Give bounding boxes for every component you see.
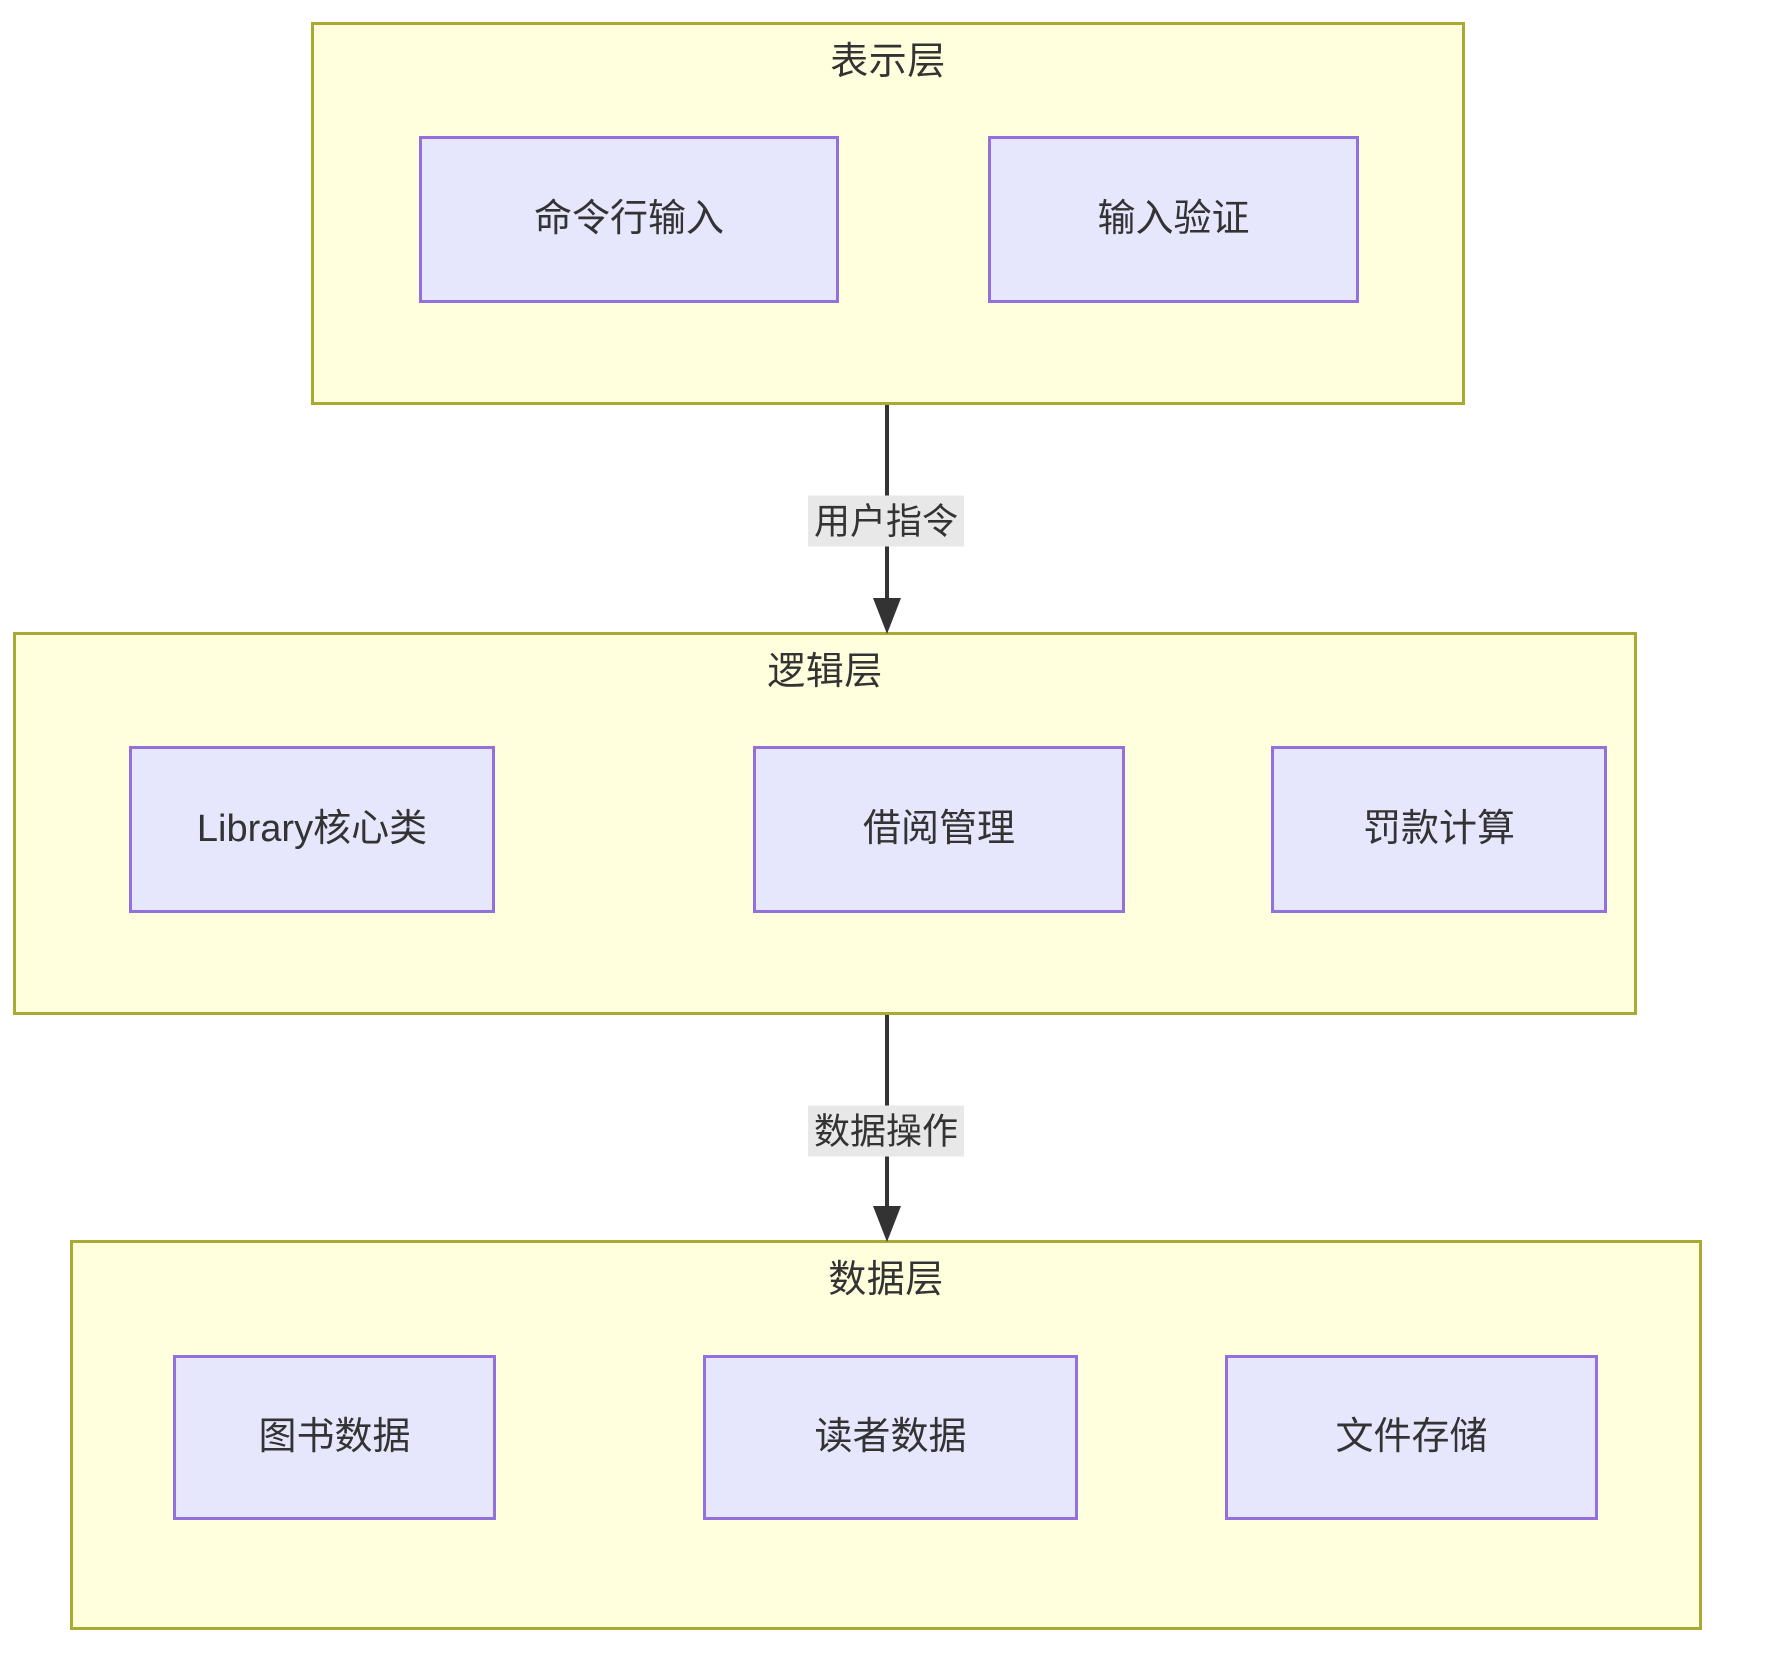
- node-cli-input[interactable]: 命令行输入: [419, 136, 839, 303]
- node-library-core-label: Library核心类: [196, 807, 428, 850]
- layer-logic[interactable]: 逻辑层 Library核心类 借阅管理 罚款计算: [13, 632, 1637, 1015]
- node-file-storage[interactable]: 文件存储: [1225, 1355, 1598, 1520]
- edge-label-user-command: 用户指令: [807, 495, 965, 547]
- node-book-data[interactable]: 图书数据: [173, 1355, 496, 1520]
- layer-data[interactable]: 数据层 图书数据 读者数据 文件存储: [70, 1240, 1702, 1630]
- node-reader-data[interactable]: 读者数据: [703, 1355, 1078, 1520]
- node-fine-calculation-label: 罚款计算: [1362, 807, 1515, 850]
- node-file-storage-label: 文件存储: [1335, 1415, 1488, 1458]
- node-fine-calculation[interactable]: 罚款计算: [1271, 746, 1607, 913]
- node-borrow-management[interactable]: 借阅管理: [753, 746, 1125, 913]
- layer-presentation[interactable]: 表示层 命令行输入 输入验证: [311, 22, 1465, 405]
- edge-label-data-operation: 数据操作: [807, 1105, 965, 1157]
- node-borrow-management-label: 借阅管理: [862, 807, 1015, 850]
- node-reader-data-label: 读者数据: [814, 1415, 967, 1458]
- node-input-validation[interactable]: 输入验证: [988, 136, 1359, 303]
- node-book-data-label: 图书数据: [258, 1415, 411, 1458]
- node-input-validation-label: 输入验证: [1097, 197, 1250, 240]
- node-library-core[interactable]: Library核心类: [129, 746, 495, 913]
- layer-logic-title: 逻辑层: [767, 651, 883, 693]
- layer-data-title: 数据层: [828, 1259, 944, 1301]
- node-cli-input-label: 命令行输入: [533, 197, 724, 240]
- layer-presentation-title: 表示层: [830, 41, 946, 83]
